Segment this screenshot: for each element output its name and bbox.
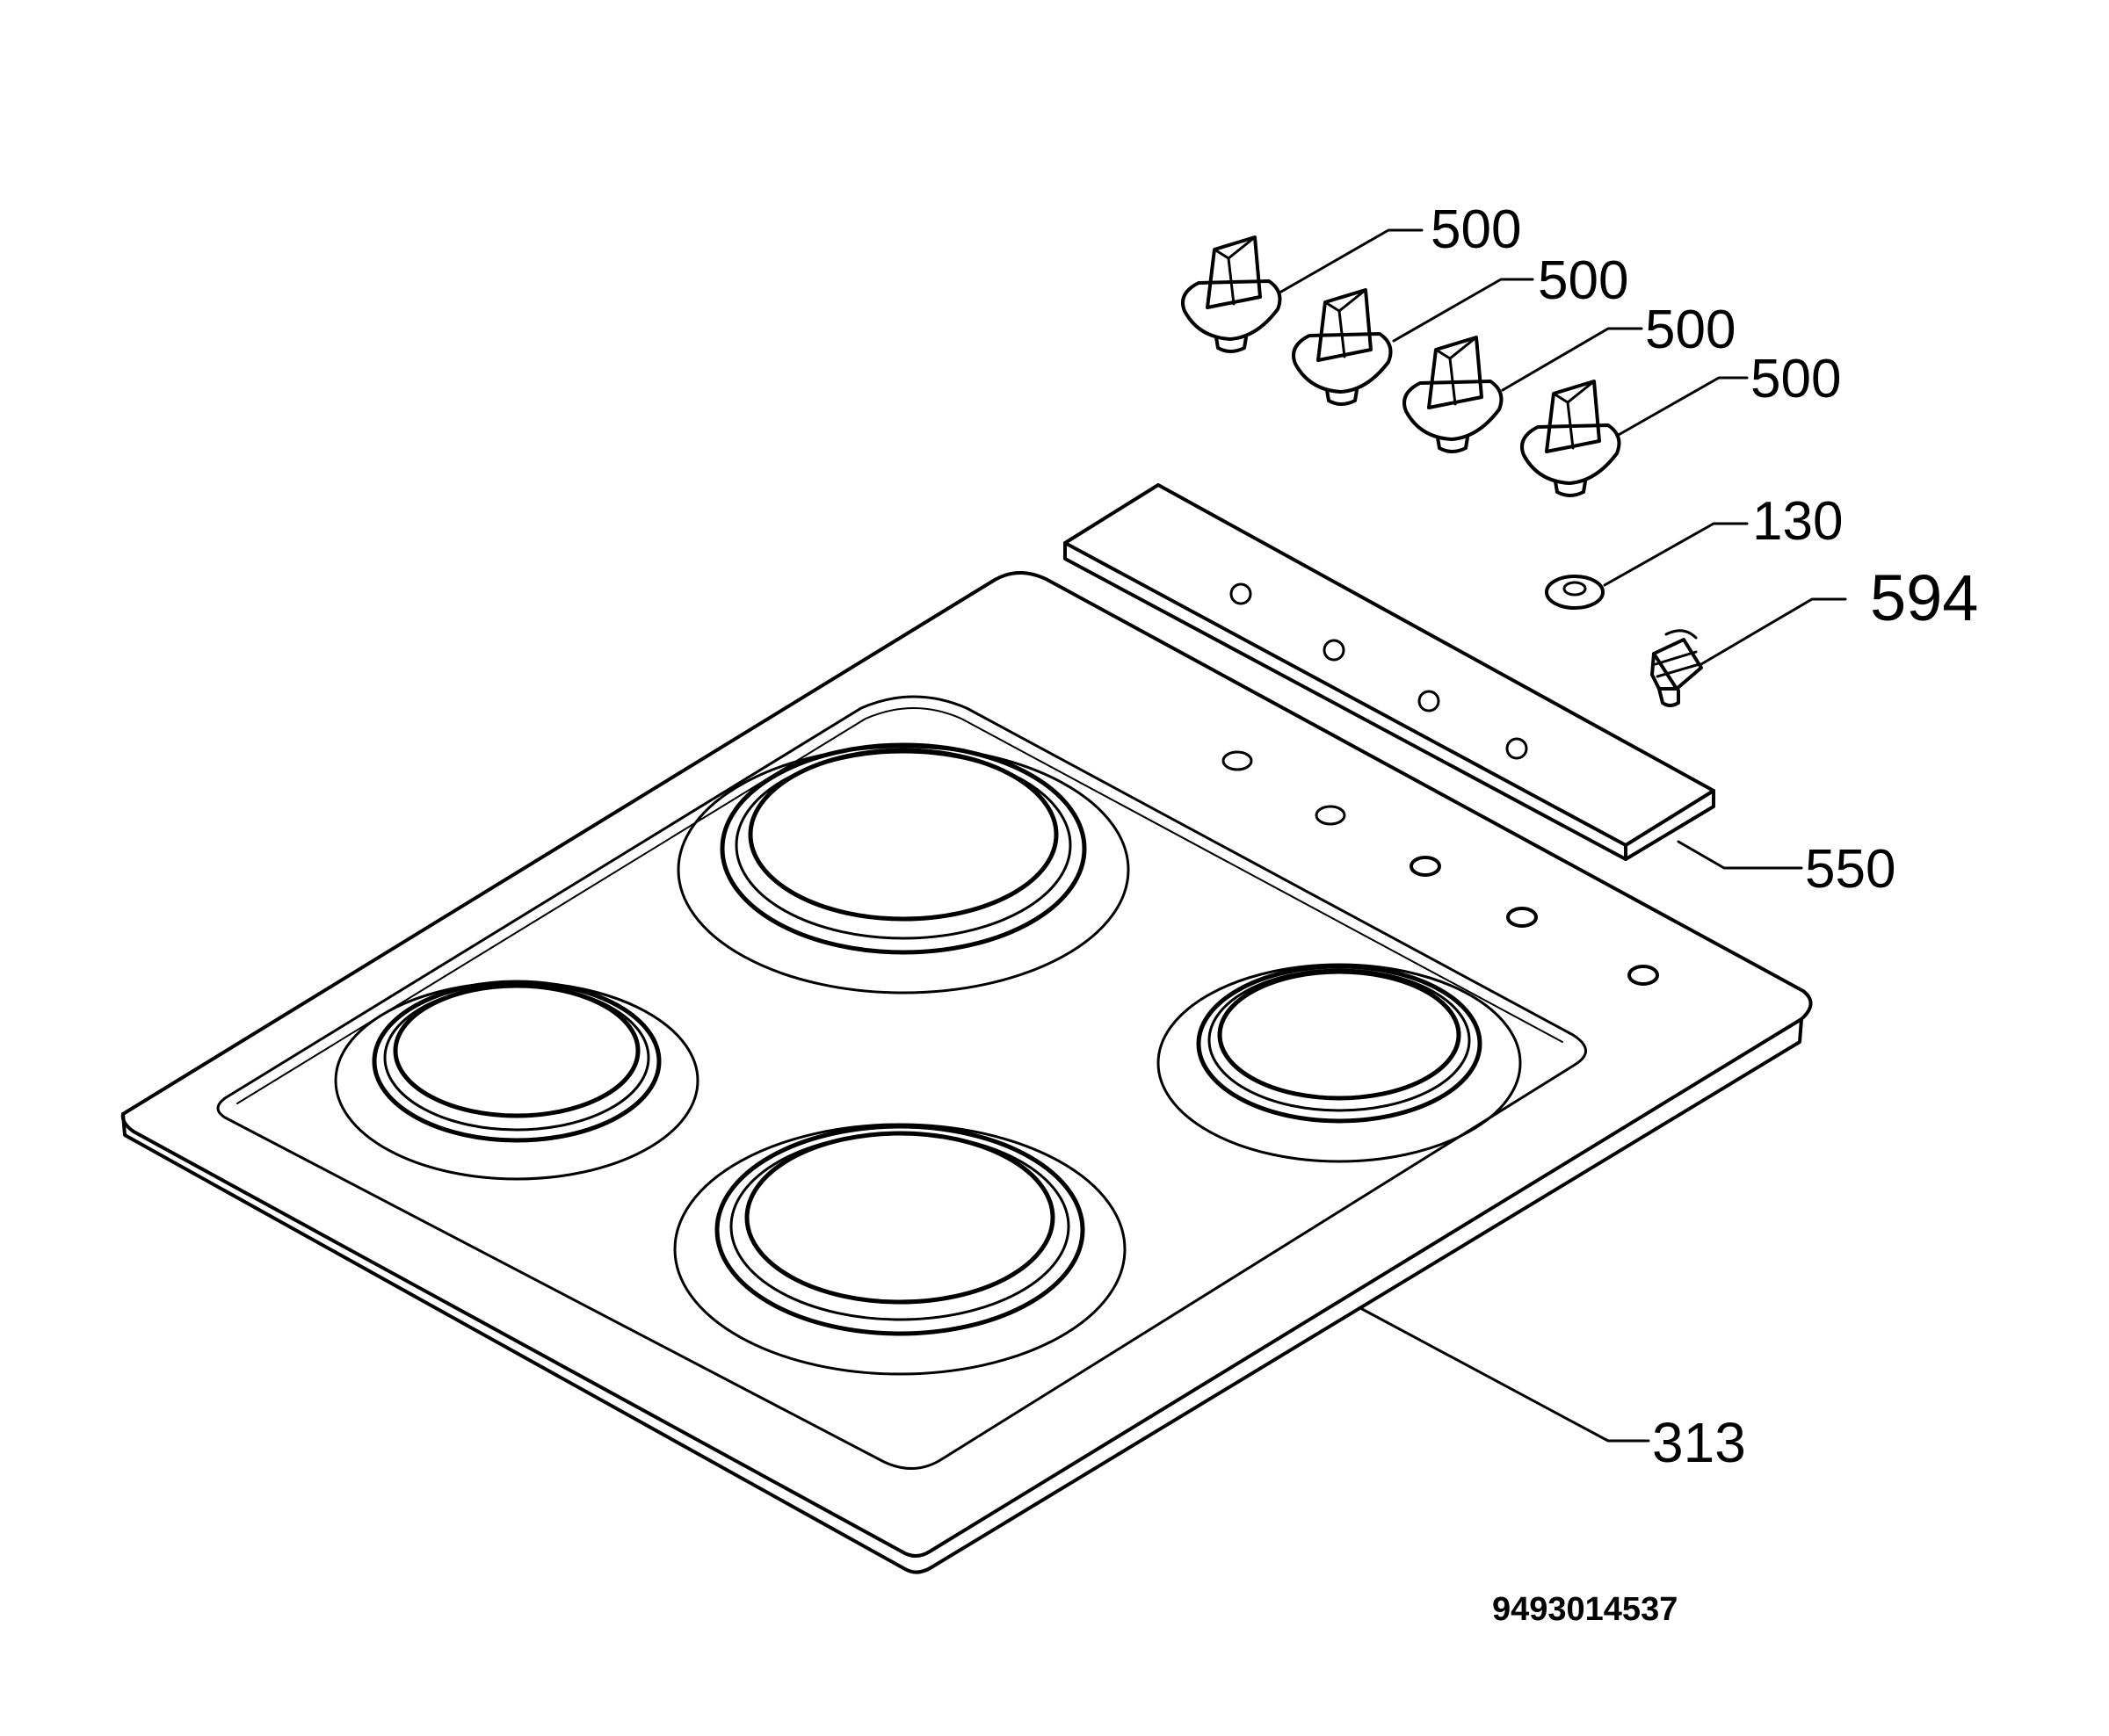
label-hob-plate: 313	[1652, 1411, 1746, 1474]
knob-2	[1292, 288, 1393, 406]
hob-plate	[120, 571, 1813, 1574]
control-strip	[1063, 483, 1715, 861]
burner-front	[673, 1123, 1127, 1376]
leader-lines	[1279, 228, 1847, 1443]
label-control-strip: 550	[1805, 839, 1895, 900]
washer	[1545, 575, 1605, 610]
knob-4	[1520, 380, 1621, 497]
label-valve: 594	[1870, 561, 1978, 634]
strip-holes	[1229, 582, 1528, 760]
label-knob-1: 500	[1431, 199, 1521, 260]
plate-holes	[1221, 750, 1659, 986]
label-washer: 130	[1752, 491, 1843, 552]
burner-back-left	[677, 742, 1130, 995]
document-number: 9493014537	[1492, 1591, 1678, 1628]
label-knob-4: 500	[1750, 349, 1841, 409]
burner-left	[334, 980, 699, 1181]
burner-right	[1156, 963, 1522, 1163]
knob-3	[1402, 336, 1504, 453]
valve-fitting	[1650, 629, 1703, 707]
knob-1	[1181, 235, 1282, 353]
label-knob-2: 500	[1538, 250, 1628, 311]
label-knob-3: 500	[1645, 300, 1736, 360]
